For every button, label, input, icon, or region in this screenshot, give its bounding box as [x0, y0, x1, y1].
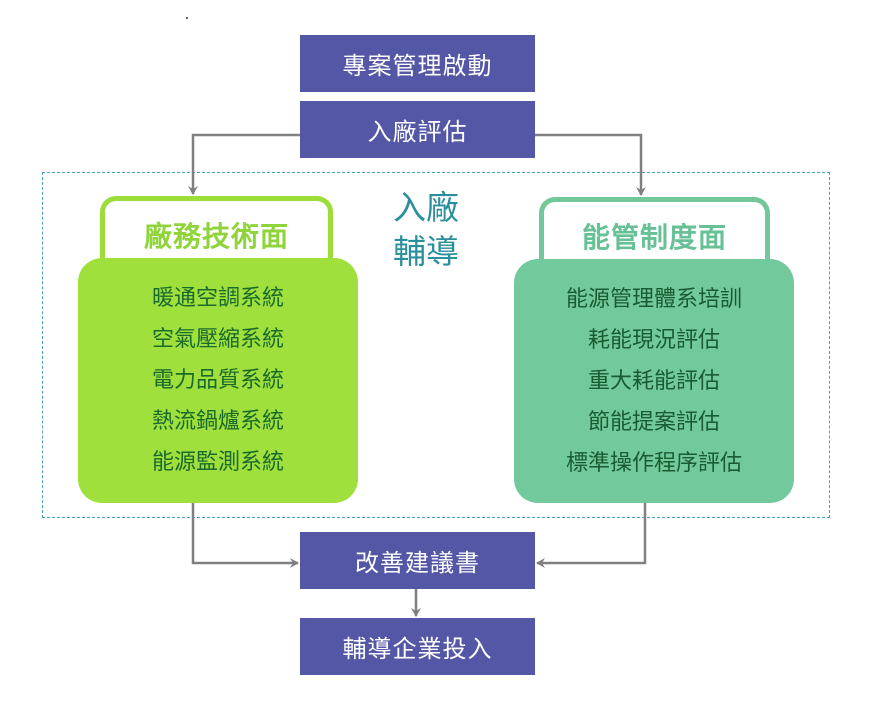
coaching-zone-frame: [42, 172, 830, 518]
right-panel-title-tab: 能管制度面: [539, 197, 770, 269]
coaching-label-line2: 輔導: [393, 232, 459, 271]
right-panel-body: 能源管理體系培訓 耗能現況評估 重大耗能評估 節能提案評估 標準操作程序評估: [514, 259, 794, 503]
step-label: 輔導企業投入: [342, 635, 493, 663]
list-item: 節能提案評估: [587, 409, 720, 435]
list-item: 標準操作程序評估: [565, 450, 742, 476]
list-item: 能源管理體系培訓: [565, 286, 742, 312]
connector-right-to-report: [536, 503, 647, 568]
list-item: 重大耗能評估: [587, 368, 720, 394]
connector-left-to-report: [191, 503, 299, 568]
step-project-kickoff: 專案管理啟動: [300, 35, 535, 92]
left-panel-title: 廠務技術面: [143, 220, 289, 253]
stray-dot: [186, 17, 188, 19]
coaching-zone-label: 入廠 輔導: [386, 186, 466, 274]
left-panel-title-tab: 廠務技術面: [100, 196, 333, 268]
list-item: 能源監測系統: [151, 450, 284, 475]
step-improvement-report: 改善建議書: [300, 532, 535, 589]
left-panel-body: 暖通空調系統 空氣壓縮系統 電力品質系統 熱流鍋爐系統 能源監測系統: [78, 258, 358, 503]
step-label: 入廠評估: [367, 118, 468, 146]
list-item: 熱流鍋爐系統: [151, 409, 284, 434]
coaching-label-line1: 入廠: [393, 188, 459, 227]
right-panel-title: 能管制度面: [581, 221, 727, 254]
connector-assess-to-right: [535, 133, 646, 196]
step-onsite-assessment: 入廠評估: [300, 101, 535, 158]
list-item: 電力品質系統: [151, 368, 284, 393]
step-label: 專案管理啟動: [342, 52, 493, 80]
list-item: 空氣壓縮系統: [151, 327, 284, 352]
connector-assess-to-left: [188, 133, 300, 195]
list-item: 耗能現況評估: [587, 327, 720, 353]
step-label: 改善建議書: [355, 549, 480, 577]
step-enterprise-investment: 輔導企業投入: [300, 618, 535, 675]
list-item: 暖通空調系統: [151, 286, 284, 311]
